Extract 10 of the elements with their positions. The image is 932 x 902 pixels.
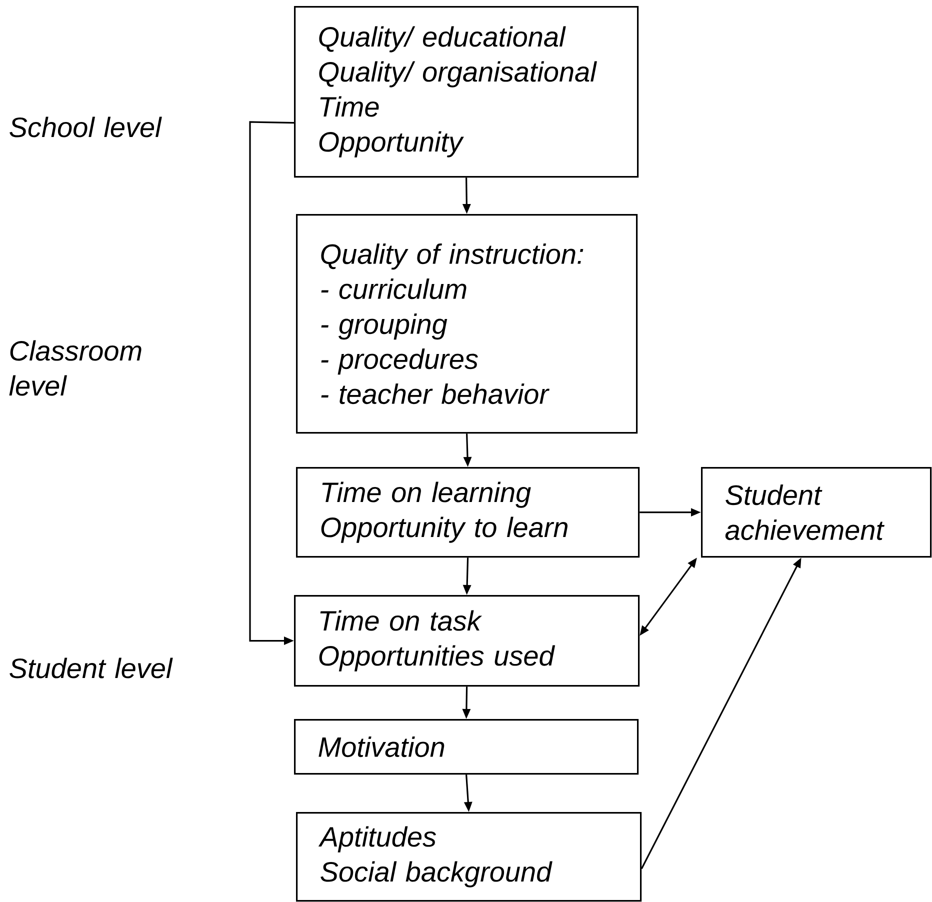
flow-box: Time on learning Opportunity to learn: [296, 467, 640, 558]
flow-box: Student achievement: [701, 467, 932, 558]
flow-box: Motivation: [294, 719, 639, 775]
level-label: Classroom level: [9, 340, 142, 396]
flow-box: Time on task Opportunities used: [294, 595, 640, 687]
flow-box: Aptitudes Social background: [296, 812, 642, 902]
level-label: Student level: [10, 658, 173, 678]
level-label: School level: [10, 116, 162, 138]
flow-box: Quality/ educational Quality/ organisational Time Opportunity: [294, 6, 639, 178]
flow-box: Quality of instruction: - curriculum - grouping - procedures - teacher behavior: [296, 214, 638, 434]
